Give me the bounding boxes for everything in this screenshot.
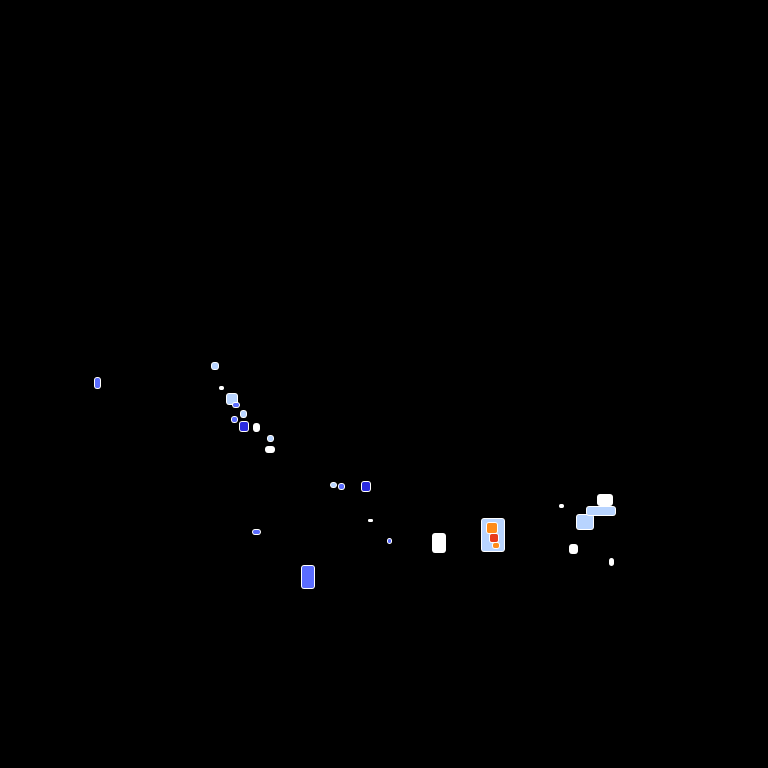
precipitation-echo [220, 387, 223, 389]
precipitation-echo [95, 378, 100, 388]
precipitation-echo [240, 422, 248, 431]
precipitation-echo [577, 515, 593, 529]
precipitation-echo [388, 539, 391, 543]
precipitation-echo [266, 447, 274, 452]
precipitation-echo [302, 566, 314, 588]
precipitation-echo [254, 424, 259, 431]
precipitation-echo [253, 530, 260, 534]
precipitation-echo [232, 417, 237, 422]
precipitation-echo [212, 363, 218, 369]
precipitation-echo [610, 559, 613, 565]
precipitation-echo [362, 482, 370, 491]
precipitation-echo [227, 394, 237, 404]
precipitation-echo [570, 545, 577, 553]
precipitation-echo [369, 520, 372, 521]
precipitation-echo [560, 505, 563, 507]
precipitation-echo [487, 523, 497, 533]
precipitation-echo [241, 411, 246, 417]
precipitation-echo [433, 534, 445, 552]
precipitation-echo [493, 543, 499, 548]
precipitation-echo [587, 507, 615, 515]
precipitation-echo [490, 534, 498, 542]
precipitation-echo [331, 483, 336, 487]
precipitation-echo [268, 436, 273, 441]
precipitation-echo [339, 484, 344, 489]
precipitation-echo [233, 403, 239, 407]
precipitation-echo [598, 495, 612, 505]
